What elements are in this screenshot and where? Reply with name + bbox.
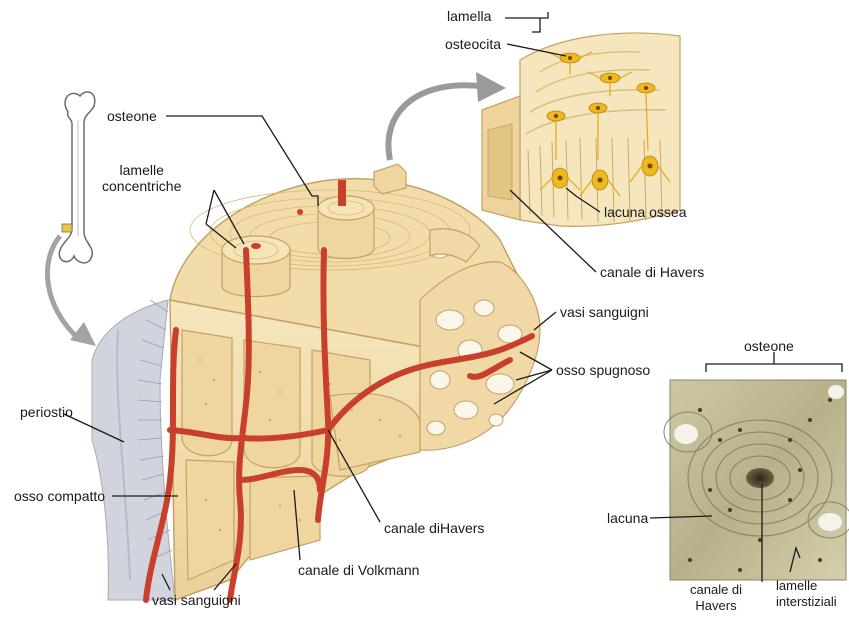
label-vasi-sanguigni-bottom: vasi sanguigni (152, 592, 241, 608)
label-osso-spugnoso: osso spugnoso (556, 362, 650, 378)
label-lamelle-concentriche-line1: lamelle (102, 162, 181, 178)
label-lamella: lamella (447, 8, 491, 24)
label-lacuna-ossea: lacuna ossea (604, 204, 687, 220)
label-canale-di-havers-micro: canale di Havers (690, 582, 742, 614)
label-osteone-top: osteone (107, 108, 157, 124)
label-osteocita: osteocita (445, 36, 501, 52)
long-bone-icon (59, 92, 95, 263)
label-lamelle-interstiziali-line2: interstiziali (776, 594, 837, 610)
label-lamelle-concentriche: lamelle concentriche (102, 162, 181, 194)
label-canale-di-havers-micro-line2: Havers (690, 598, 742, 614)
periosteum (92, 300, 175, 600)
label-canale-di-havers-top: canale di Havers (600, 264, 704, 280)
label-periostio: periostio (20, 404, 73, 420)
label-vasi-sanguigni-right: vasi sanguigni (560, 304, 649, 320)
label-lacuna-micro: lacuna (607, 510, 648, 526)
label-osso-compatto: osso compatto (14, 488, 105, 504)
micrograph (664, 380, 849, 580)
label-canale-di-volkmann: canale di Volkmann (298, 562, 419, 578)
label-lamelle-interstiziali-line1: lamelle (776, 578, 837, 594)
label-lamelle-concentriche-line2: concentriche (102, 178, 181, 194)
label-osteone-micro: osteone (744, 338, 794, 354)
label-canale-dihavers-bottom: canale diHavers (384, 520, 484, 536)
osteon-detail (482, 33, 680, 226)
label-lamelle-interstiziali: lamelle interstiziali (776, 578, 837, 610)
label-canale-di-havers-micro-line1: canale di (690, 582, 742, 598)
